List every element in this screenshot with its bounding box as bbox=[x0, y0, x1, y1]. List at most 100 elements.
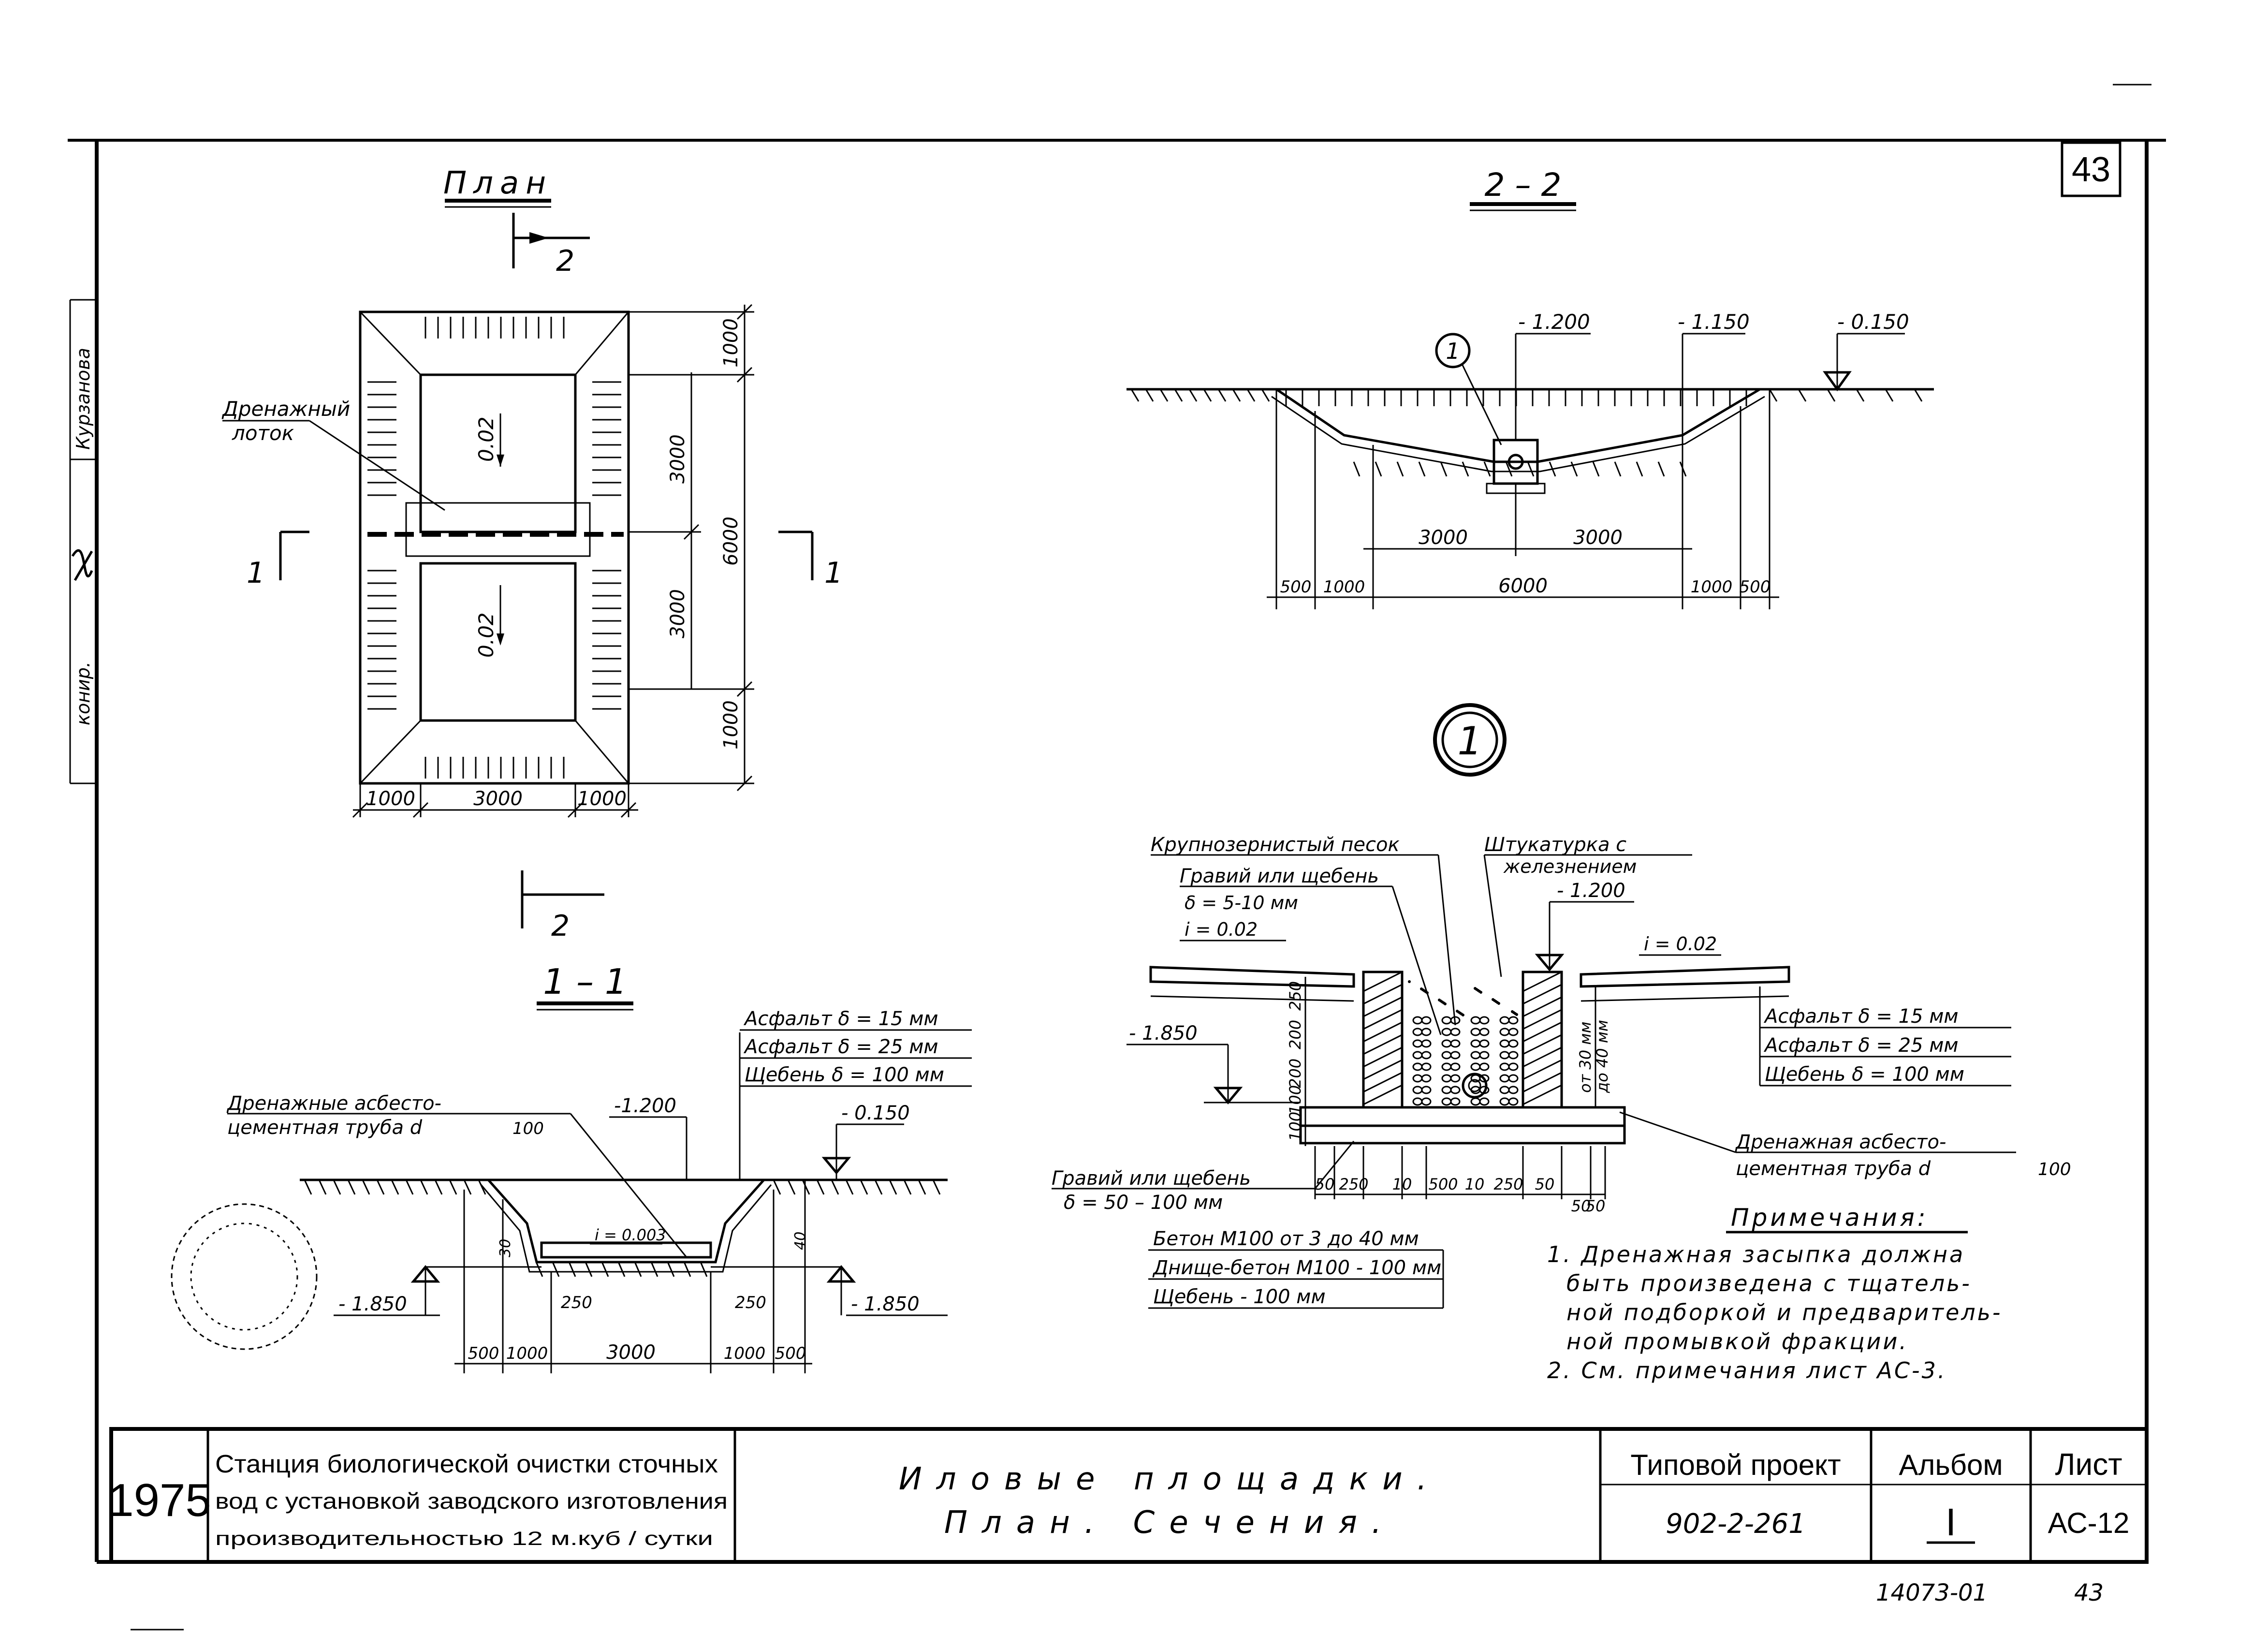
detail-layer-right-2: Асфальт δ = 25 мм bbox=[1763, 1034, 1959, 1057]
title-album-label: Альбом bbox=[1899, 1449, 2003, 1481]
detail-vdim-1: 250 bbox=[1286, 981, 1304, 1011]
detail-label-slope-left: i = 0.02 bbox=[1185, 919, 1258, 940]
plan-dim-r1: 1000 bbox=[720, 318, 742, 368]
plan-section-1-right: 1 bbox=[824, 556, 843, 590]
section-1-1-level-4: - 1.850 bbox=[851, 1293, 920, 1315]
detail-offset-1: от 30 мм bbox=[1576, 1021, 1595, 1093]
detail-label-slope-right: i = 0.02 bbox=[1644, 933, 1717, 955]
detail-bottom-dim-1: 50 bbox=[1315, 1175, 1335, 1193]
title-station-1: Станция биологической очистки сточных bbox=[215, 1450, 718, 1478]
notes-line-4: ной промывкой фракции. bbox=[1566, 1328, 1908, 1354]
detail-layer-bottom-2: Днище-бетон М100 - 100 мм bbox=[1152, 1257, 1441, 1279]
section-1-1-small-4: 250 bbox=[735, 1293, 766, 1312]
detail-gravel-base-2: δ = 50 – 100 мм bbox=[1064, 1192, 1223, 1214]
plan-title: План bbox=[443, 165, 553, 201]
notes-line-5: 2. См. примечания лист АС-3. bbox=[1547, 1357, 1946, 1383]
channel-label-2: лоток bbox=[232, 421, 294, 445]
detail-vdim-2: 200 bbox=[1286, 1020, 1304, 1049]
section-2-2-level-1: - 1.200 bbox=[1518, 310, 1590, 334]
detail-vdim-4: 100 bbox=[1286, 1085, 1304, 1115]
detail-1-title: 1 bbox=[1458, 719, 1482, 764]
title-main-2: План. Сечения. bbox=[944, 1505, 1396, 1541]
plan-dim-r5: 1000 bbox=[720, 700, 742, 750]
section-2-2-dim-out-1: 500 bbox=[1280, 577, 1312, 597]
detail-layer-right-1: Асфальт δ = 15 мм bbox=[1763, 1005, 1959, 1028]
footer-code: 14073-01 bbox=[1876, 1579, 1988, 1606]
title-sheet-value: АС-12 bbox=[2048, 1507, 2130, 1539]
section-1-1-layer-1: Асфальт δ = 15 мм bbox=[743, 1008, 938, 1030]
section-1-1-pipe-1: Дренажные асбесто- bbox=[226, 1092, 441, 1115]
section-2-2-callout: 1 bbox=[1446, 338, 1460, 364]
section-1-1-level-2: - 0.150 bbox=[841, 1102, 910, 1124]
detail-wall-hatch bbox=[1363, 971, 1562, 1105]
plan-dim-r4: 3000 bbox=[667, 589, 689, 638]
detail-gravel-base-1: Гравий или щебень bbox=[1052, 1167, 1251, 1190]
plan-dim-r3: 6000 bbox=[720, 516, 742, 566]
plan-dim-b2: 3000 bbox=[473, 788, 523, 810]
plan-slope-bottom: 0.02 bbox=[474, 612, 498, 658]
sheet-number: 43 bbox=[2072, 150, 2110, 189]
title-project-label: Типовой проект bbox=[1630, 1449, 1841, 1481]
section-1-1-layer-3: Щебень δ = 100 мм bbox=[745, 1064, 944, 1086]
detail-bottom-dim-7: 50 bbox=[1535, 1175, 1555, 1193]
section-1-1: 1 – 1 Дренажные асбесто- цементная труба… bbox=[171, 961, 972, 1373]
section-1-1-level-3: - 1.850 bbox=[338, 1293, 407, 1315]
plan-section-1-left: 1 bbox=[247, 556, 265, 590]
detail-pipe-label-1: Дренажная асбесто- bbox=[1735, 1131, 1946, 1153]
left-margin: Курзанова конир. bbox=[69, 299, 97, 784]
margin-role: конир. bbox=[73, 662, 94, 725]
detail-layer-bottom-3: Щебень - 100 мм bbox=[1153, 1286, 1326, 1308]
section-1-1-ground-hatch bbox=[304, 1179, 941, 1277]
notes-line-2: быть произведена с тщатель- bbox=[1566, 1270, 1972, 1296]
detail-label-sand: Крупнозернистый песок bbox=[1151, 834, 1400, 856]
section-2-2-dim-in-1: 3000 bbox=[1419, 527, 1468, 549]
detail-bottom-dim-6: 250 bbox=[1493, 1175, 1523, 1193]
stamp-seal bbox=[171, 1203, 318, 1350]
section-1-1-small-3: 250 bbox=[561, 1293, 592, 1312]
plan-dim-r2: 3000 bbox=[667, 434, 689, 484]
detail-bottom-dim-5: 10 bbox=[1465, 1175, 1485, 1193]
footer-page: 43 bbox=[2074, 1579, 2104, 1606]
plan-section-2-bottom: 2 bbox=[551, 909, 570, 943]
detail-label-plaster-2: железнением bbox=[1503, 856, 1637, 877]
detail-label-gravel-size: δ = 5-10 мм bbox=[1185, 892, 1298, 913]
detail-label-level-top: - 1.200 bbox=[1557, 880, 1625, 902]
section-2-2: 2 – 2 1 - 1.200 - 1.150 - 0.150 bbox=[1127, 166, 1934, 609]
title-year: 1975 bbox=[108, 1474, 211, 1526]
detail-bottom-dim-9: 50 bbox=[1586, 1197, 1606, 1215]
section-2-2-level-3: - 0.150 bbox=[1837, 310, 1909, 334]
notes-line-3: ной подборкой и предваритель- bbox=[1566, 1299, 2002, 1325]
section-1-1-small-2: 40 bbox=[792, 1232, 809, 1250]
plan-view: План 2 Дренажный лоток 0.02 0.02 bbox=[221, 165, 843, 943]
detail-layer-bottom-1: Бетон М100 от 3 до 40 мм bbox=[1153, 1228, 1419, 1250]
detail-gravel-fill bbox=[1408, 980, 1519, 1106]
detail-label-level-left: - 1.850 bbox=[1129, 1022, 1198, 1045]
section-1-1-pipe-d: 100 bbox=[512, 1119, 544, 1138]
detail-pipe-d: 100 bbox=[2038, 1160, 2071, 1179]
section-1-1-layers: Асфальт δ = 15 мм Асфальт δ = 25 мм Щебень… bbox=[740, 1008, 972, 1087]
plan-slope-top: 0.02 bbox=[474, 416, 498, 462]
title-album-value: I bbox=[1946, 1501, 1956, 1544]
section-1-1-pipe-2: цементная труба d bbox=[227, 1117, 423, 1139]
detail-bottom-dim-8: 50 bbox=[1571, 1197, 1591, 1215]
section-1-1-dim-3: 3000 bbox=[606, 1341, 656, 1364]
plan-dim-b3: 1000 bbox=[577, 788, 627, 810]
title-station-3: производительностью 12 м.куб / сутки bbox=[215, 1528, 713, 1549]
plan-dim-b1: 1000 bbox=[366, 788, 415, 810]
title-sheet-label: Лист bbox=[2055, 1447, 2122, 1482]
detail-pipe-label-2: цементная труба d bbox=[1736, 1158, 1931, 1180]
section-2-2-dim-out-5: 500 bbox=[1740, 577, 1771, 597]
section-1-1-layer-2: Асфальт δ = 25 мм bbox=[743, 1036, 938, 1058]
section-2-2-dim-out-2: 1000 bbox=[1323, 577, 1365, 597]
detail-bottom-dim-4: 500 bbox=[1428, 1175, 1458, 1193]
section-1-1-slope: i = 0.003 bbox=[595, 1226, 666, 1244]
channel-label-1: Дренажный bbox=[221, 397, 350, 421]
margin-name: Курзанова bbox=[73, 348, 94, 450]
detail-layers-bottom: Бетон М100 от 3 до 40 мм Днище-бетон М100… bbox=[1148, 1228, 1444, 1309]
plan-section-2-top: 2 bbox=[556, 244, 574, 278]
notes: Примечания: 1. Дренажная засыпка должна … bbox=[1547, 1204, 2002, 1383]
detail-label-gravel: Гравий или щебень bbox=[1180, 865, 1379, 887]
section-1-1-level-1: -1.200 bbox=[614, 1095, 676, 1117]
title-main-1: Иловые площадки. bbox=[899, 1461, 1441, 1497]
